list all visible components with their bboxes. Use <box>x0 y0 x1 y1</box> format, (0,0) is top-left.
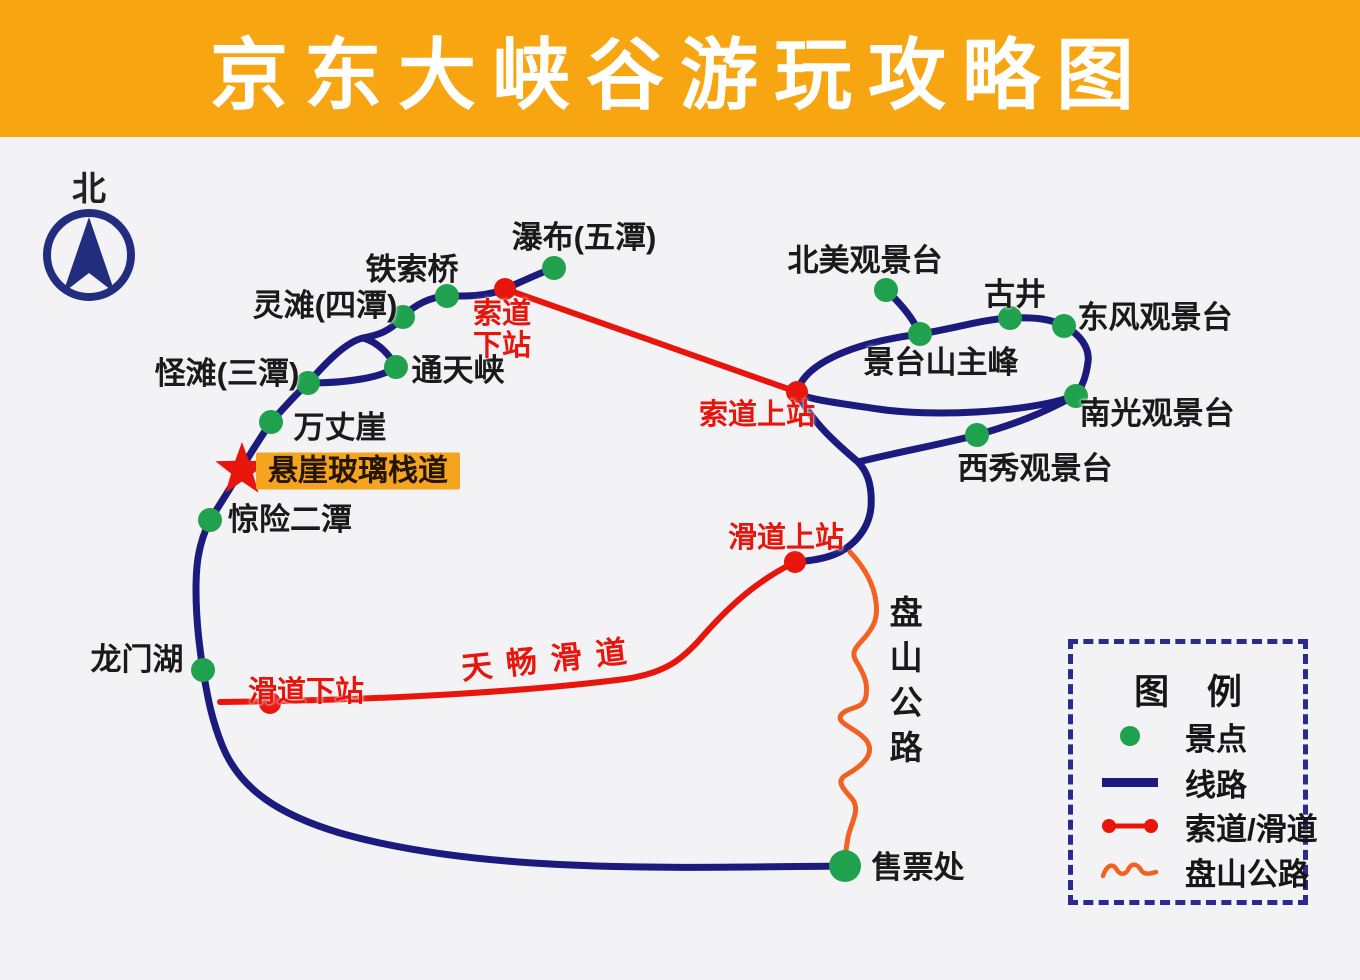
waterfall-five-pools-dot <box>542 256 566 280</box>
legend-item-label: 索道/滑道 <box>1185 811 1318 847</box>
tongtian-gorge-dot <box>384 355 408 379</box>
slideway-lower-station-dot <box>259 692 281 714</box>
route-main-path <box>192 264 849 871</box>
strange-beach-three-pools-dot <box>296 371 320 395</box>
legend-item-label: 景点 <box>1185 721 1247 757</box>
dongfeng-platform-label: 东风观景台 <box>1077 299 1233 335</box>
route-map-canvas <box>43 209 1092 882</box>
strange-beach-three-pools-label: 怪滩(三潭) <box>154 355 300 391</box>
cableway-lower-station-dot <box>494 278 516 300</box>
dongfeng-platform-dot <box>1052 314 1076 338</box>
slideway-upper-station-dot <box>784 551 806 573</box>
ticket-office-dot <box>829 850 861 882</box>
mountain-road-line <box>837 549 879 866</box>
cableway-lower-station-label: 索道 下站 <box>472 298 532 362</box>
iron-chain-bridge-dot <box>435 284 459 308</box>
legend-item-label: 盘山公路 <box>1185 856 1309 892</box>
cableway-swatch-icon <box>1097 814 1163 838</box>
nanguang-platform-dot <box>1064 384 1088 408</box>
thrilling-two-pools-dot <box>198 508 222 532</box>
legend-item-route: 线路 <box>1097 766 1247 803</box>
nanguang-platform-label: 南光观景台 <box>1079 395 1235 431</box>
panshan-road-label: 盘山公路 <box>885 595 923 775</box>
iron-chain-bridge-label: 铁索桥 <box>365 251 459 287</box>
xixiu-platform-dot <box>965 423 989 447</box>
compass-icon <box>43 209 135 301</box>
page-title: 京东大峡谷游玩攻略图 <box>209 30 1150 119</box>
ling-beach-four-pools-dot <box>391 305 415 329</box>
ticket-office-label: 售票处 <box>871 849 965 885</box>
scenic-spot-swatch-icon <box>1097 724 1163 748</box>
cableway-upper-station-label: 索道上站 <box>698 399 816 432</box>
slideway-lower-station-label: 滑道下站 <box>247 676 365 709</box>
legend-item-mountain-road: 盘山公路 <box>1097 855 1309 892</box>
tongtian-gorge-label: 通天峡 <box>411 352 505 388</box>
legend-item-scenic-spot: 景点 <box>1097 720 1247 757</box>
mountain-road-swatch-icon <box>1097 859 1163 883</box>
legend-box: 图 例 景点 线路 索道/滑道 <box>1068 639 1318 905</box>
route-line-swatch-icon <box>1097 770 1163 794</box>
route-to-slideway-path <box>791 388 875 566</box>
longmen-lake-label: 龙门湖 <box>90 641 184 677</box>
ancient-well-label: 古井 <box>984 276 1046 312</box>
map-area: 北 瀑布(五潭) 铁索桥灵滩(四潭) 通天峡 怪滩(三潭) 万丈崖惊险二潭龙门湖 北美观景… <box>0 137 1360 980</box>
slideway-upper-station-label: 滑道上站 <box>727 522 845 555</box>
north-america-platform-label: 北美观景台 <box>787 242 943 278</box>
compass-north-label: 北 <box>72 170 106 209</box>
north-america-platform-dot <box>874 278 898 302</box>
legend-item-label: 线路 <box>1185 767 1247 803</box>
wanzhang-cliff-dot <box>259 410 283 434</box>
thrilling-two-pools-label: 惊险二潭 <box>228 501 352 537</box>
glass-walkway-star <box>215 442 269 493</box>
waterfall-five-pools-label: 瀑布(五潭) <box>511 219 657 255</box>
ancient-well-dot <box>998 306 1022 330</box>
legend-item-cableway: 索道/滑道 <box>1097 810 1318 847</box>
title-banner: 京东大峡谷游玩攻略图 <box>0 0 1360 137</box>
cableway-line <box>502 286 800 395</box>
ling-beach-four-pools-label: 灵滩(四潭) <box>252 287 398 323</box>
cableway-upper-station-dot <box>786 381 808 403</box>
cliff-glass-walkway-label: 悬崖玻璃栈道 <box>256 452 460 490</box>
longmen-lake-dot <box>191 658 215 682</box>
xixiu-platform-label: 西秀观景台 <box>957 450 1113 486</box>
legend-title: 图 例 <box>1134 673 1256 712</box>
jingtai-peak-label: 景台山主峰 <box>863 344 1019 380</box>
wanzhang-cliff-label: 万丈崖 <box>293 409 387 445</box>
slideway-line <box>217 559 798 705</box>
jingtai-peak-dot <box>908 322 932 346</box>
